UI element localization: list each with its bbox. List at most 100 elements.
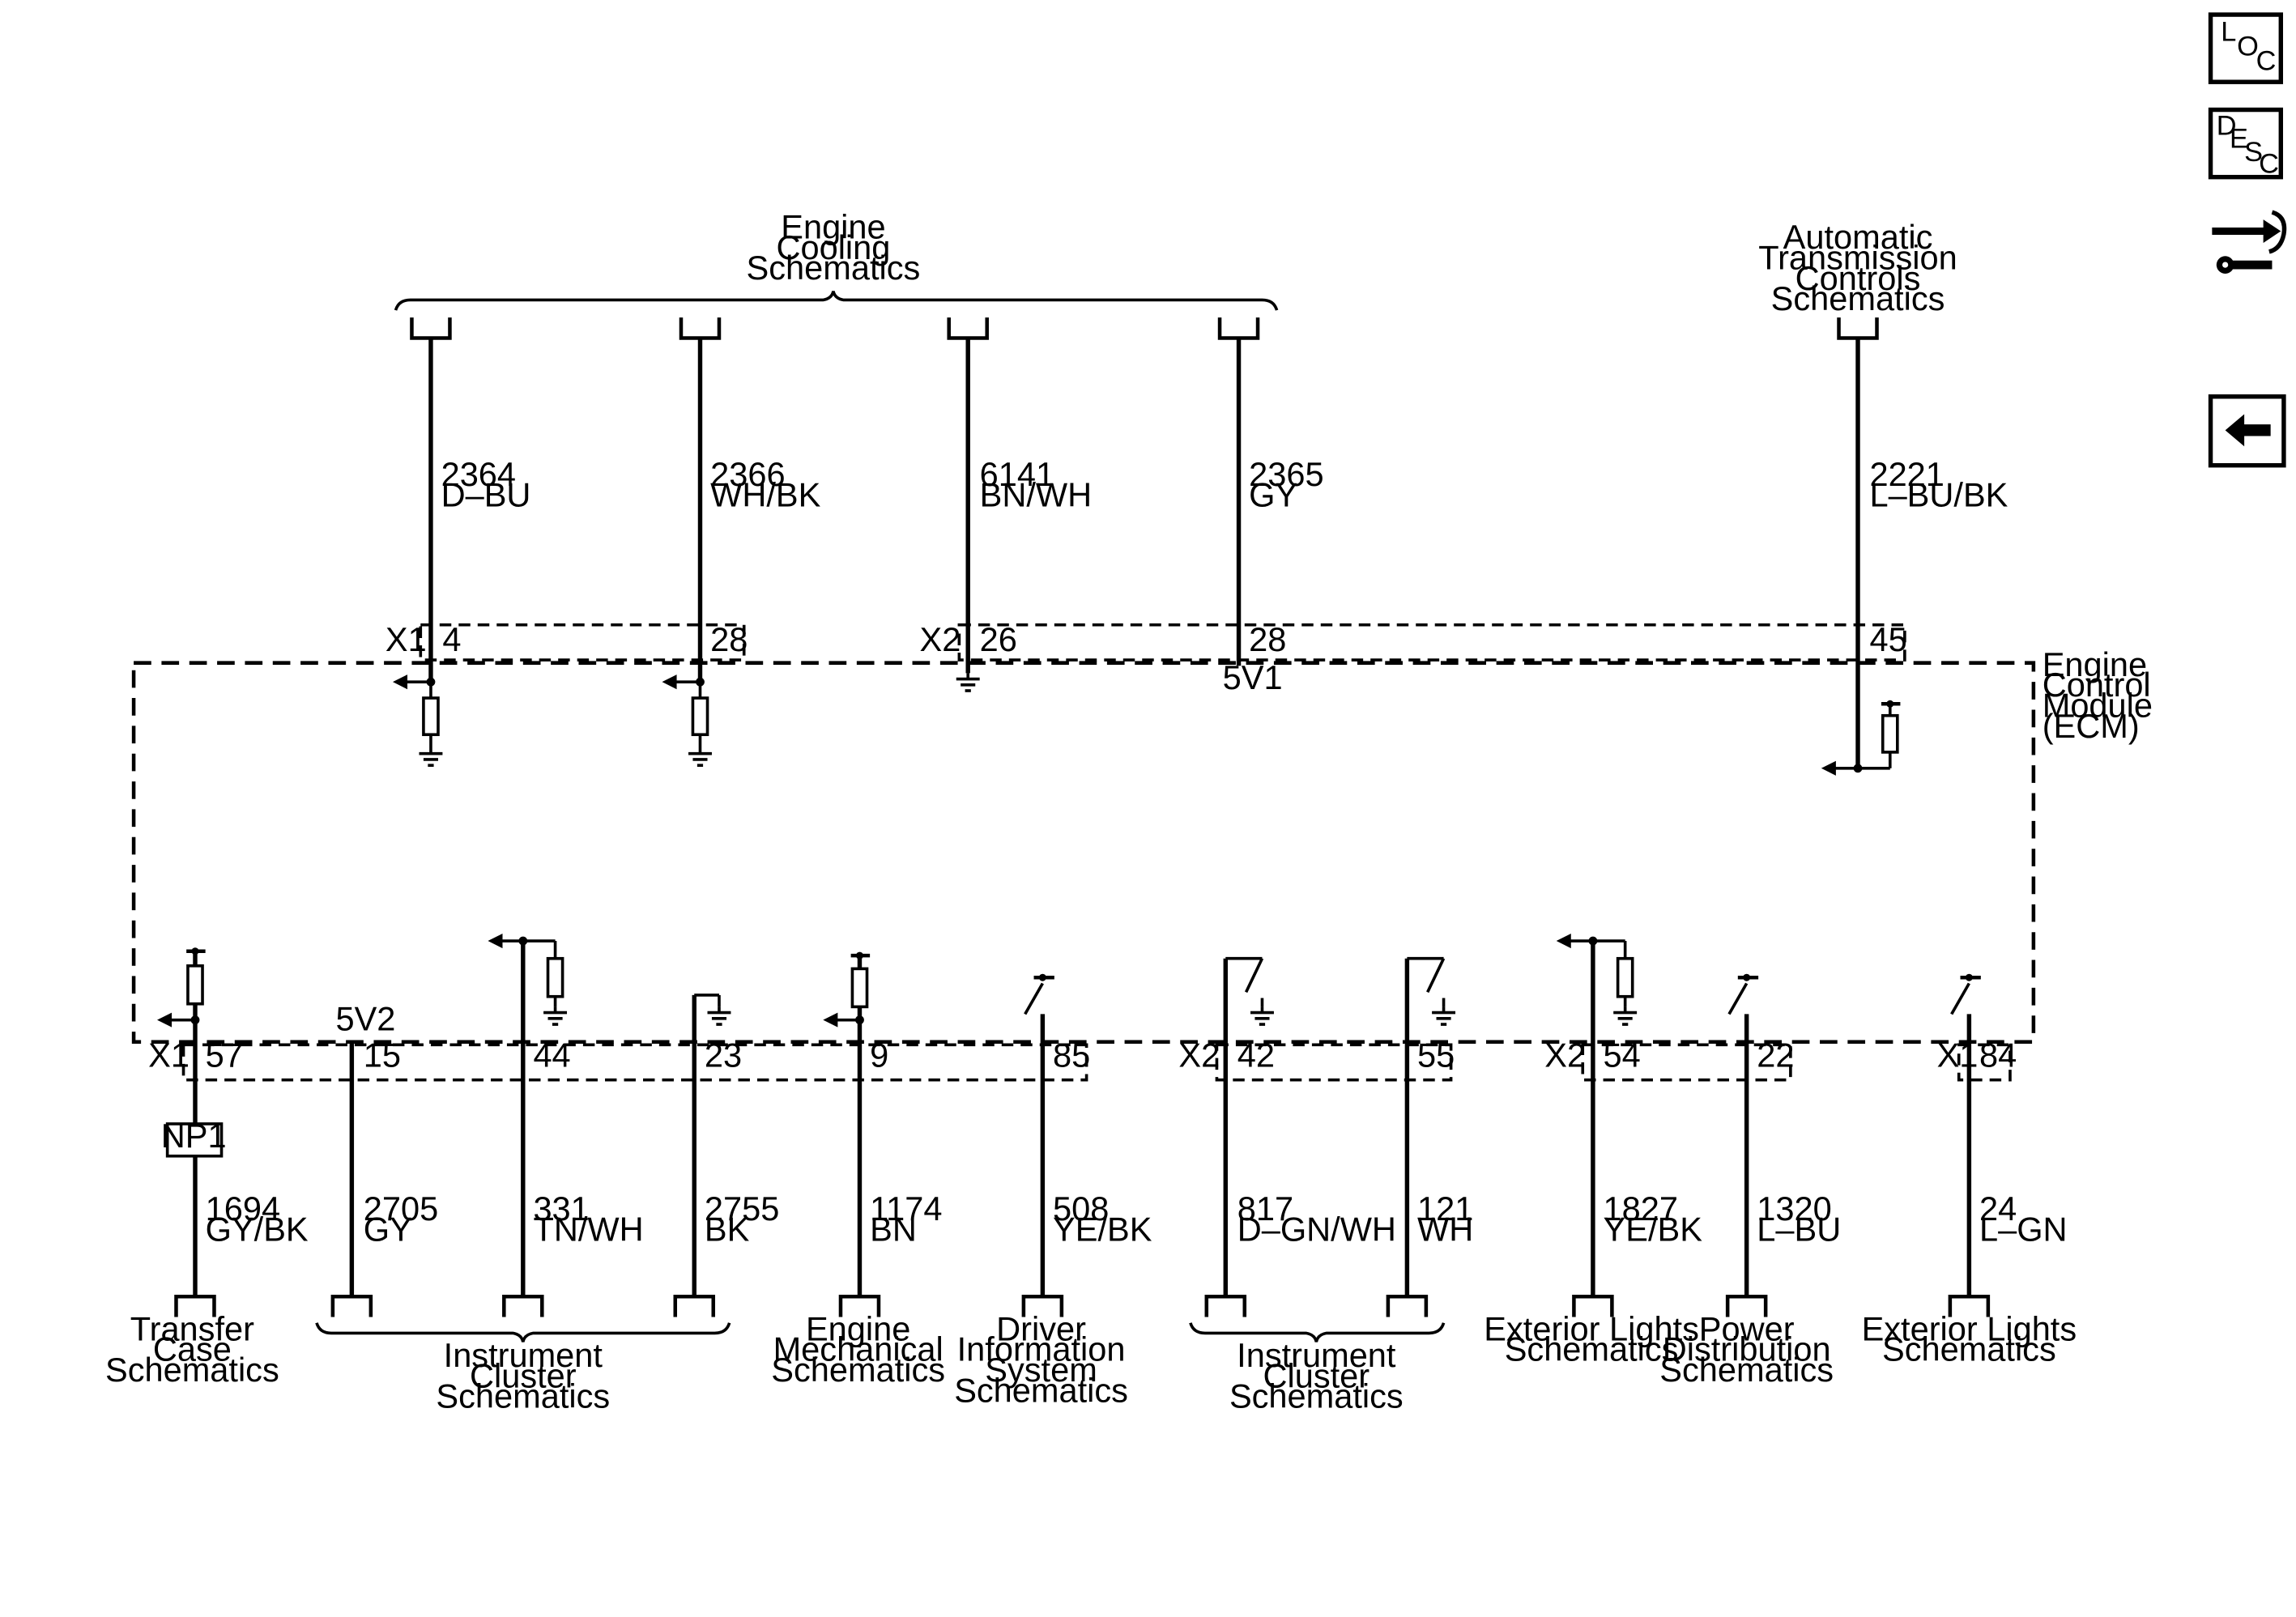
- loc-icon[interactable]: L O C: [2208, 12, 2284, 84]
- connector-x1-bottom-a: [181, 1043, 1088, 1082]
- svg-text:Exterior Lights: Exterior Lights: [1862, 1309, 2077, 1347]
- bottom-wire-121: 55 121 WH: [1388, 956, 1473, 1317]
- svg-text:WH/BK: WH/BK: [710, 475, 820, 513]
- connector-x1-bottom-b: [1957, 1043, 2012, 1082]
- svg-text:L–BU/BK: L–BU/BK: [1869, 475, 2008, 513]
- svg-text:Instrument: Instrument: [1237, 1336, 1396, 1374]
- svg-text:Driver: Driver: [996, 1309, 1086, 1347]
- svg-text:Cluster: Cluster: [1263, 1356, 1370, 1394]
- reference-5v2: 5V2: [335, 999, 395, 1037]
- bottom-wire-1827: 54 1827 YE/BK: [1556, 934, 1703, 1317]
- svg-text:2365: 2365: [1249, 455, 1323, 493]
- svg-text:Schematics: Schematics: [105, 1351, 279, 1389]
- bottom-wire-817: 42 817 D–GN/WH: [1207, 956, 1396, 1317]
- svg-text:22: 22: [1757, 1036, 1794, 1074]
- svg-text:6141: 6141: [980, 455, 1054, 493]
- bottom-wire-1320: 22 1320 L–BU: [1727, 973, 1841, 1317]
- instrument-cluster-schematics-link-1[interactable]: Instrument Cluster Schematics: [315, 1322, 731, 1415]
- desc-icon[interactable]: D E S C: [2208, 107, 2284, 180]
- engine-cooling-schematics-link[interactable]: Engine Cooling Schematics: [394, 208, 1279, 311]
- svg-text:GY: GY: [364, 1211, 412, 1249]
- svg-text:2755: 2755: [705, 1189, 779, 1228]
- svg-text:Instrument: Instrument: [444, 1336, 603, 1374]
- svg-text:Engine: Engine: [2043, 645, 2147, 683]
- ecm-module-boundary: [131, 661, 2036, 1045]
- svg-text:85: 85: [1053, 1036, 1090, 1074]
- connector-x2-bottom-a-label: X2: [1178, 1036, 1220, 1074]
- svg-text:BK: BK: [705, 1211, 750, 1249]
- svg-text:1320: 1320: [1757, 1189, 1831, 1228]
- connector-x1-bottom-a-label: X1: [148, 1036, 190, 1074]
- svg-text:Case: Case: [153, 1330, 232, 1368]
- svg-text:55: 55: [1417, 1036, 1455, 1074]
- svg-text:(ECM): (ECM): [2043, 707, 2140, 745]
- svg-text:Automatic: Automatic: [1783, 218, 1933, 256]
- svg-text:508: 508: [1053, 1189, 1109, 1228]
- bottom-wire-1174: 9 1174 BN: [823, 951, 942, 1317]
- svg-text:57: 57: [206, 1036, 243, 1074]
- svg-text:Transfer: Transfer: [130, 1309, 254, 1347]
- automatic-transmission-schematics-link[interactable]: Automatic Transmission Controls Schemati…: [1758, 218, 1957, 317]
- power-distribution-schematics-link[interactable]: Power Distribution Schematics: [1659, 1309, 1834, 1389]
- top-wire-2366: 2366 WH/BK 28: [662, 317, 821, 767]
- svg-text:Schematics: Schematics: [1882, 1330, 2056, 1368]
- svg-text:TN/WH: TN/WH: [533, 1211, 643, 1249]
- bottom-wire-2755: 23 2755 BK: [675, 994, 779, 1317]
- svg-text:NP1: NP1: [161, 1117, 227, 1155]
- svg-text:Engine: Engine: [806, 1309, 910, 1347]
- bottom-wire-2705: 5V2 15 2705 GY: [333, 999, 438, 1317]
- top-wire-6141: 6141 BN/WH 26: [949, 317, 1092, 692]
- svg-text:28: 28: [710, 620, 748, 658]
- svg-text:L–BU: L–BU: [1757, 1211, 1841, 1249]
- svg-text:26: 26: [980, 620, 1017, 658]
- back-arrow-icon[interactable]: [2208, 394, 2286, 468]
- transfer-case-schematics-link[interactable]: Transfer Case Schematics: [105, 1309, 279, 1389]
- driver-information-schematics-link[interactable]: Driver Information System Schematics: [954, 1309, 1128, 1409]
- svg-text:Distribution: Distribution: [1663, 1330, 1831, 1368]
- svg-text:YE/BK: YE/BK: [1053, 1211, 1152, 1249]
- svg-text:Schematics: Schematics: [771, 1351, 945, 1389]
- svg-text:System: System: [985, 1351, 1097, 1389]
- svg-text:L–GN: L–GN: [1979, 1211, 2068, 1249]
- instrument-cluster-schematics-link-2[interactable]: Instrument Cluster Schematics: [1189, 1322, 1446, 1415]
- top-wire-2365: 2365 GY 28 5V1: [1220, 317, 1324, 696]
- exterior-lights-schematics-link-1[interactable]: Exterior Lights Schematics: [1484, 1309, 1699, 1368]
- svg-text:Module: Module: [2043, 687, 2153, 725]
- svg-text:2366: 2366: [710, 455, 785, 493]
- bottom-wire-24: 84 24 L–GN: [1950, 973, 2068, 1317]
- connector-x2-bottom-b: [1581, 1043, 1792, 1082]
- svg-text:S: S: [2244, 137, 2263, 168]
- top-wire-2221: 2221 L–BU/BK 45: [1821, 317, 2008, 776]
- svg-text:331: 331: [533, 1189, 589, 1228]
- svg-text:2221: 2221: [1869, 455, 1944, 493]
- svg-text:4: 4: [442, 620, 461, 658]
- svg-text:YE/BK: YE/BK: [1604, 1211, 1703, 1249]
- connector-tool-icon[interactable]: [2212, 210, 2287, 274]
- svg-text:Exterior Lights: Exterior Lights: [1484, 1309, 1699, 1347]
- engine-cooling-brace: [394, 291, 1279, 311]
- svg-text:2705: 2705: [364, 1189, 438, 1228]
- svg-text:24: 24: [1979, 1189, 2017, 1228]
- svg-text:Controls: Controls: [1795, 259, 1921, 297]
- engine-mechanical-schematics-link[interactable]: Engine Mechanical Schematics: [771, 1309, 945, 1389]
- svg-text:Transmission: Transmission: [1758, 239, 1957, 277]
- connector-x1-top: [419, 623, 746, 662]
- svg-text:BN: BN: [870, 1211, 917, 1249]
- svg-text:9: 9: [870, 1036, 888, 1074]
- svg-text:1174: 1174: [870, 1189, 942, 1228]
- svg-text:84: 84: [1979, 1036, 2017, 1074]
- np1-component: [165, 1122, 224, 1158]
- svg-text:GY/BK: GY/BK: [206, 1211, 309, 1249]
- svg-text:42: 42: [1237, 1036, 1275, 1074]
- reference-5v1: 5V1: [1223, 658, 1283, 696]
- exterior-lights-schematics-link-2[interactable]: Exterior Lights Schematics: [1862, 1309, 2077, 1368]
- svg-text:Control: Control: [2043, 666, 2151, 704]
- svg-text:Information: Information: [957, 1330, 1126, 1368]
- svg-text:O: O: [2237, 32, 2259, 62]
- svg-text:23: 23: [705, 1036, 742, 1074]
- svg-text:Schematics: Schematics: [1659, 1351, 1834, 1389]
- bottom-wire-1694: 57 NP1 1694 GY/BK: [156, 947, 309, 1317]
- connector-x2-label: X2: [920, 620, 961, 658]
- svg-text:Cooling: Cooling: [776, 228, 890, 266]
